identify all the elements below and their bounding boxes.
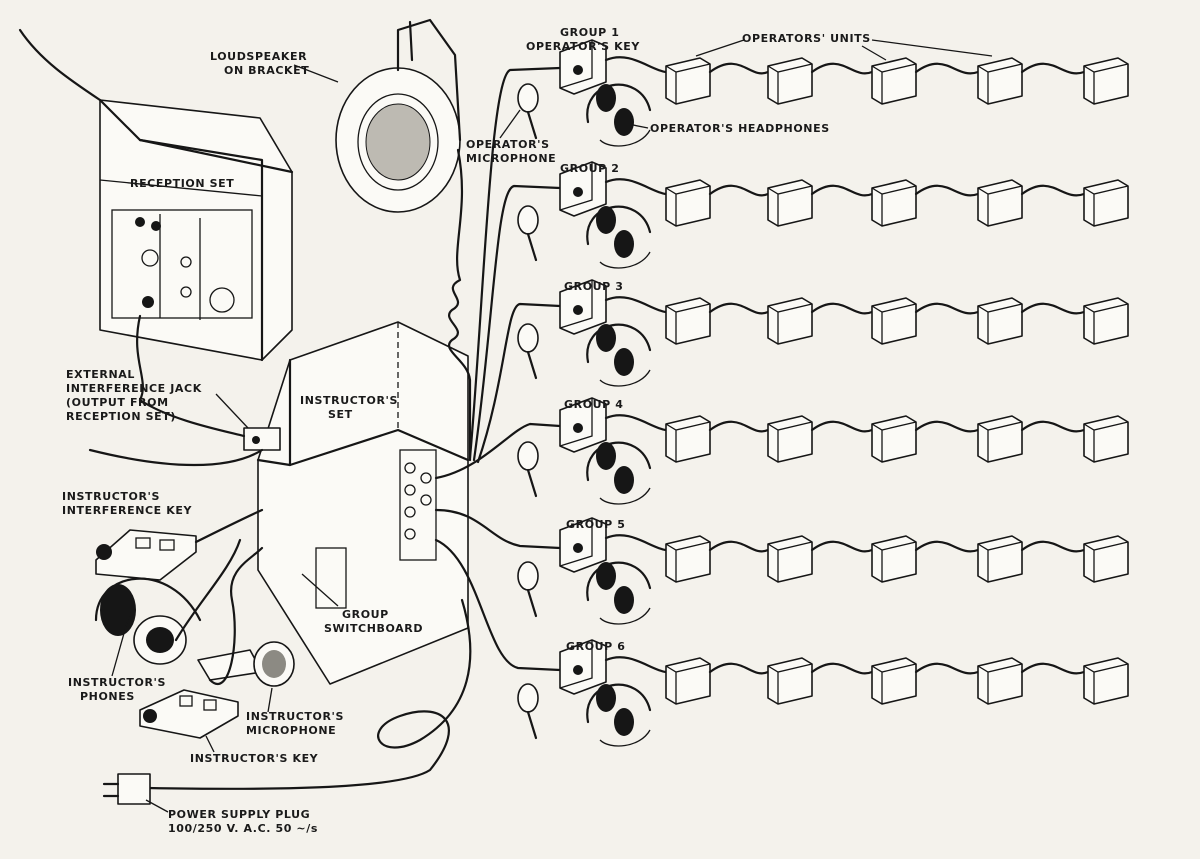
operator-group-4 xyxy=(516,396,1130,506)
group-label-2: GROUP 2 xyxy=(560,162,620,175)
operators-microphone-label-2: MICROPHONE xyxy=(466,152,556,165)
interference-key-label-2: INTERFERENCE KEY xyxy=(62,504,192,517)
instructors-key xyxy=(139,689,239,739)
loudspeaker xyxy=(335,18,462,213)
external-jack-label-1: EXTERNAL xyxy=(66,368,135,381)
external-jack-label-2: INTERFERENCE JACK xyxy=(66,382,202,395)
instructors-microphone-label-1: INSTRUCTOR'S xyxy=(246,710,344,723)
power-plug-label-1: POWER SUPPLY PLUG xyxy=(168,808,310,821)
operators-headphones-pointer xyxy=(627,123,649,129)
instructors-key-pointer xyxy=(205,735,215,753)
loudspeaker-label-1: LOUDSPEAKER xyxy=(210,50,307,63)
instructors-microphone-pointer xyxy=(267,687,273,713)
external-jack-pointer xyxy=(215,393,249,429)
operators-microphone-label-1: OPERATOR'S xyxy=(466,138,550,151)
instructors-phones-label-2: PHONES xyxy=(80,690,135,703)
external-interference-jack xyxy=(88,398,281,467)
operators-microphone-pointer xyxy=(499,109,521,139)
loudspeaker-pointer xyxy=(293,64,339,83)
group-label-6: GROUP 6 xyxy=(566,640,626,653)
instructors-interference-key xyxy=(95,508,264,581)
operators-units-pointer-1 xyxy=(695,39,745,57)
instructors-key-label: INSTRUCTOR'S KEY xyxy=(190,752,319,765)
operators-units-pointer-2 xyxy=(871,39,993,57)
reception-set xyxy=(18,28,294,402)
operator-group-5 xyxy=(516,516,1130,626)
instructors-phones xyxy=(94,538,242,665)
group-label-1: GROUP 1 xyxy=(560,26,620,39)
external-jack-label-4: RECEPTION SET) xyxy=(66,410,176,423)
operators-units-pointer-3 xyxy=(861,45,887,61)
instructors-set-label-2: SET xyxy=(328,408,353,421)
power-plug-label-2: 100/250 V. A.C. 50 ~/s xyxy=(168,822,318,835)
group-trunk-cables xyxy=(434,66,562,672)
loudspeaker-label-2: ON BRACKET xyxy=(224,64,309,77)
loudspeaker-coiled-lead xyxy=(448,148,472,462)
operators-headphones-label: OPERATOR'S HEADPHONES xyxy=(650,122,830,135)
interference-key-label-1: INSTRUCTOR'S xyxy=(62,490,160,503)
group-label-5: GROUP 5 xyxy=(566,518,626,531)
power-supply-plug xyxy=(102,598,472,805)
external-jack-label-3: (OUTPUT FROM xyxy=(66,396,169,409)
operator-group-3 xyxy=(516,278,1130,388)
instructors-set xyxy=(256,321,470,685)
group-switchboard-pointer xyxy=(301,573,339,607)
group-switchboard-label-2: SWITCHBOARD xyxy=(324,622,423,635)
reception-set-label: RECEPTION SET xyxy=(130,177,234,190)
operators-units-label: OPERATORS' UNITS xyxy=(742,32,871,45)
group-switchboard-label-1: GROUP xyxy=(342,608,389,621)
instructors-phones-label-1: INSTRUCTOR'S xyxy=(68,676,166,689)
instructors-set-label-1: INSTRUCTOR'S xyxy=(300,394,398,407)
instructors-microphone-label-2: MICROPHONE xyxy=(246,724,336,737)
power-plug-pointer xyxy=(145,799,169,813)
operator-group-6 xyxy=(516,638,1130,748)
operator-group-2 xyxy=(516,160,1130,270)
instructors-phones-pointer xyxy=(111,611,131,677)
group-label-4: GROUP 4 xyxy=(564,398,624,411)
operators-key-label: OPERATOR'S KEY xyxy=(526,40,640,53)
instructors-microphone xyxy=(197,546,295,687)
group-label-3: GROUP 3 xyxy=(564,280,624,293)
